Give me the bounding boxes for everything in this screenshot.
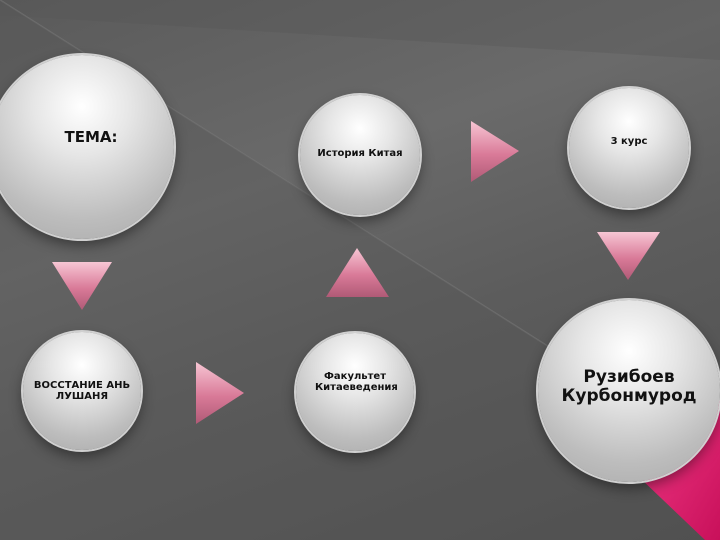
node-course-label: 3 курс bbox=[610, 135, 648, 147]
node-author-label: Рузибоев Курбонмурод bbox=[561, 367, 697, 406]
node-history: История Китая bbox=[300, 95, 420, 215]
node-history-label: История Китая bbox=[317, 147, 403, 159]
node-faculty: Факультет Китаеведения bbox=[296, 333, 414, 451]
node-tema-label: ТЕМА: bbox=[64, 127, 118, 146]
node-course: 3 курс bbox=[569, 88, 689, 208]
node-faculty-label: Факультет Китаеведения bbox=[315, 371, 398, 393]
node-tema: ТЕМА: bbox=[0, 55, 174, 239]
node-uprising: ВОССТАНИЕ АНЬ ЛУШАНЯ bbox=[23, 332, 141, 450]
node-uprising-label: ВОССТАНИЕ АНЬ ЛУШАНЯ bbox=[33, 380, 131, 402]
node-author: Рузибоев Курбонмурод bbox=[538, 300, 720, 482]
